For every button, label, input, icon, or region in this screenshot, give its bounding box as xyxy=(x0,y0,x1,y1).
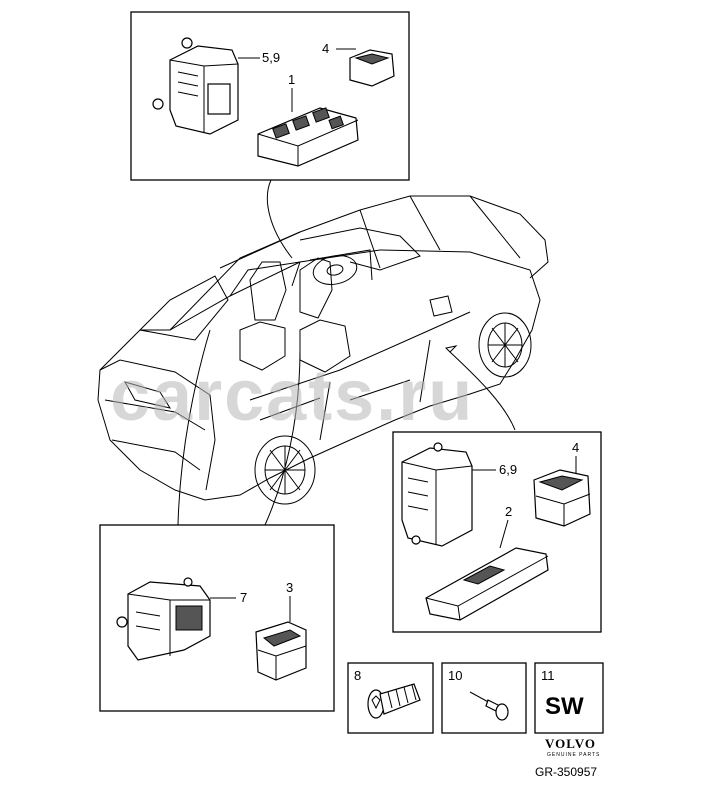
driver-window-switch-icon xyxy=(257,107,359,167)
label-switch-top: 4 xyxy=(322,41,329,56)
label-relay-top: 5,9 xyxy=(262,50,280,65)
label-module-left: 7 xyxy=(240,590,247,605)
car-illustration xyxy=(97,195,549,505)
fastener-box-8: 8 xyxy=(347,662,434,734)
watermark: carcats.ru xyxy=(110,356,474,436)
small-switch-icon-right xyxy=(533,469,591,527)
fastener-number-8: 8 xyxy=(354,668,361,683)
label-module-right: 6,9 xyxy=(499,462,517,477)
sw-text: SW xyxy=(545,693,584,720)
control-module-icon xyxy=(401,442,473,547)
leader-line-rear xyxy=(177,329,211,526)
fastener-box-10: 10 xyxy=(441,662,527,734)
volvo-logo: VOLVO GENUINE PARTS xyxy=(545,736,600,758)
label-rear-switch: 3 xyxy=(286,580,293,595)
brand-name: VOLVO xyxy=(545,736,596,751)
relay-module-icon xyxy=(152,37,239,135)
leader-line-front xyxy=(449,351,516,431)
left-parts-box: 7 3 xyxy=(99,524,335,712)
label-passenger-switch: 2 xyxy=(505,504,512,519)
torx-screw-icon xyxy=(367,683,421,719)
right-parts-box: 6,9 4 2 xyxy=(392,431,602,633)
drawing-code: GR-350957 xyxy=(535,765,597,779)
leader-line-top xyxy=(266,179,293,259)
leader-line-rear2 xyxy=(264,349,301,526)
rear-control-module-icon xyxy=(116,577,211,661)
top-parts-box: 5,9 4 1 xyxy=(130,11,410,181)
rear-window-switch-icon xyxy=(255,621,307,681)
passenger-window-switch-icon xyxy=(425,547,549,621)
fastener-box-11: 11 SW xyxy=(534,662,604,734)
rivet-pin-icon xyxy=(469,691,509,721)
fastener-number-11: 11 xyxy=(541,668,555,683)
label-switch-right: 4 xyxy=(572,440,579,455)
fastener-number-10: 10 xyxy=(448,668,462,683)
brand-sub: GENUINE PARTS xyxy=(547,752,600,758)
label-driver-switch: 1 xyxy=(288,72,295,87)
small-switch-icon xyxy=(349,49,395,87)
